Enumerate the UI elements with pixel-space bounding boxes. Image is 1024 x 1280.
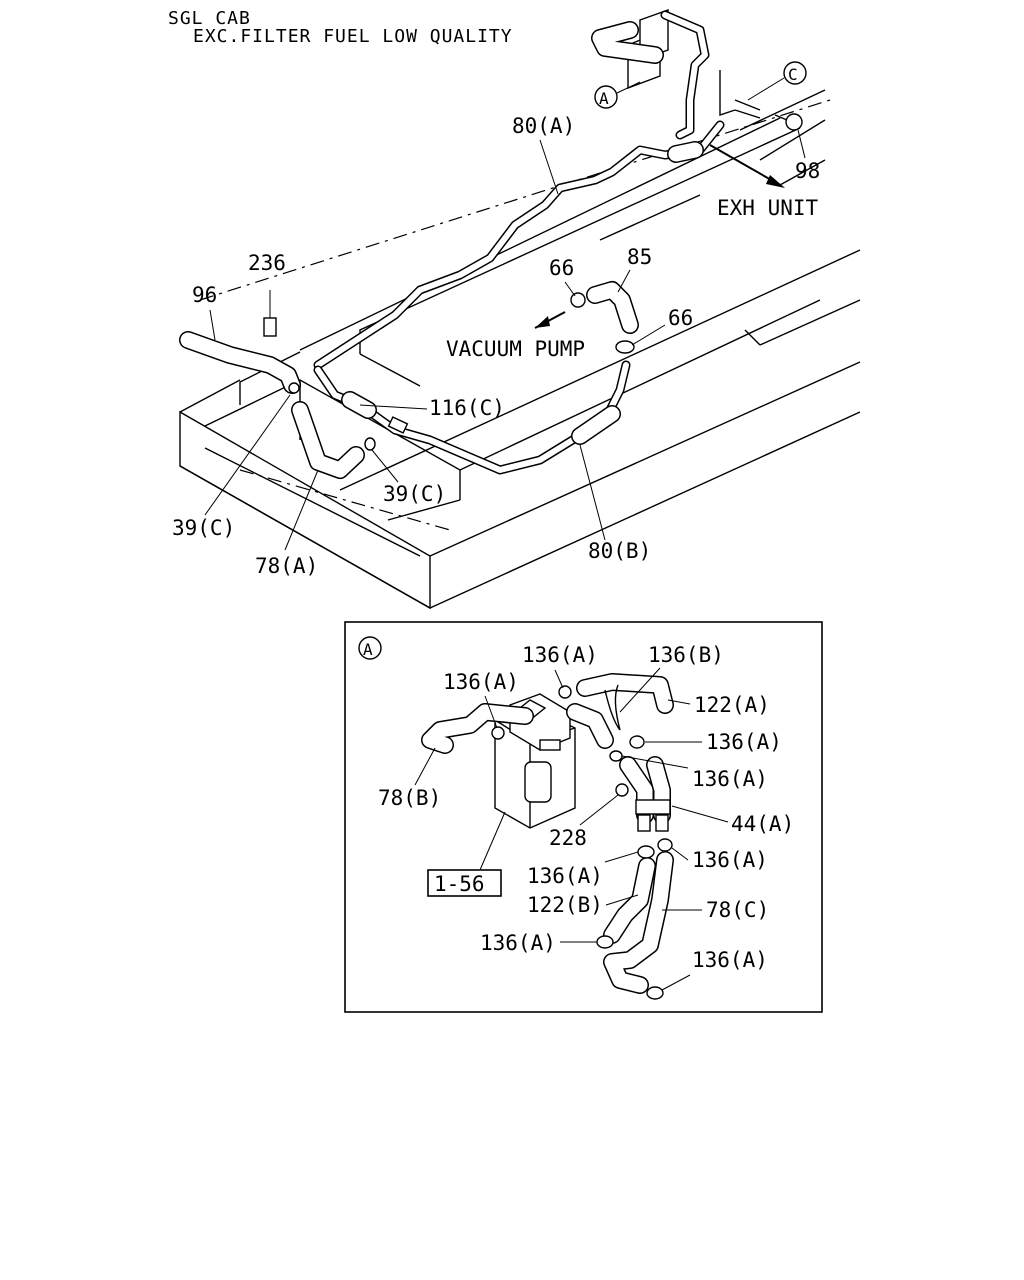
label-98: 98	[795, 159, 820, 183]
header-line2: EXC.FILTER FUEL LOW QUALITY	[193, 26, 513, 47]
fuel-filter-top	[591, 9, 803, 188]
leader-136b	[619, 667, 661, 713]
label-85: 85	[627, 245, 652, 269]
label-136a-2: 136(A)	[443, 670, 519, 694]
label-116c: 116(C)	[429, 396, 505, 420]
label-exh-unit: EXH UNIT	[717, 196, 819, 220]
label-80a: 80(A)	[512, 114, 575, 138]
leader-136a-5	[671, 847, 689, 861]
label-39c-left: 39(C)	[172, 516, 235, 540]
fuel-pipe-80a	[313, 120, 725, 370]
label-44a: 44(A)	[731, 812, 794, 836]
leader-78a	[284, 469, 319, 551]
label-80b: 80(B)	[588, 539, 651, 563]
hose-96-78a	[179, 290, 409, 479]
header-line1: SGL CAB	[168, 8, 251, 29]
label-39c-right: 39(C)	[383, 482, 446, 506]
hose-85	[534, 281, 639, 354]
leader-39c-left	[204, 394, 291, 516]
leader-122b	[605, 894, 639, 906]
leader-80b	[579, 444, 606, 541]
leader-96	[209, 309, 216, 341]
leader-136a-8	[661, 974, 691, 991]
detail-marker: A	[363, 640, 373, 659]
fuel-pipe-80b	[313, 360, 631, 475]
leader-98	[797, 129, 806, 159]
label-136b: 136(B)	[648, 643, 724, 667]
label-66-top: 66	[549, 256, 574, 280]
leader-136a-1	[554, 669, 564, 689]
leader-39c-right	[371, 449, 399, 483]
leader-116c	[359, 404, 428, 410]
label-136a-3: 136(A)	[706, 730, 782, 754]
ref-box-text: 1-56	[434, 872, 485, 896]
leader-66-top	[564, 281, 576, 297]
marker-a-main: A	[594, 81, 641, 109]
label-78c: 78(C)	[706, 898, 769, 922]
label-78b: 78(B)	[378, 786, 441, 810]
label-136a-7: 136(A)	[480, 931, 556, 955]
leader-78b	[414, 747, 436, 786]
leader-66-right	[631, 324, 666, 346]
label-122b: 122(B)	[527, 893, 603, 917]
label-96: 96	[192, 283, 217, 307]
marker-a-main-text: A	[599, 89, 609, 108]
label-78a: 78(A)	[255, 554, 318, 578]
label-228: 228	[549, 826, 587, 850]
leader-136a-2	[484, 695, 498, 729]
label-66-right: 66	[668, 306, 693, 330]
label-136a-5: 136(A)	[692, 848, 768, 872]
leader-136a-6	[604, 851, 639, 863]
leader-122a	[667, 699, 691, 705]
leader-136a-4	[621, 755, 689, 769]
marker-c-main-text: C	[788, 65, 798, 84]
label-vacuum-pump: VACUUM PUMP	[446, 337, 585, 361]
leader-228	[579, 794, 619, 826]
label-122a: 122(A)	[694, 693, 770, 717]
leader-85	[617, 269, 631, 293]
chassis-frame	[179, 89, 861, 610]
marker-c-main: C	[747, 61, 807, 101]
label-136a-1: 136(A)	[522, 643, 598, 667]
label-136a-6: 136(A)	[527, 864, 603, 888]
leader-80a	[539, 139, 559, 195]
leader-44a	[671, 805, 729, 823]
label-136a-4: 136(A)	[692, 767, 768, 791]
label-136a-8: 136(A)	[692, 948, 768, 972]
label-236: 236	[248, 251, 286, 275]
